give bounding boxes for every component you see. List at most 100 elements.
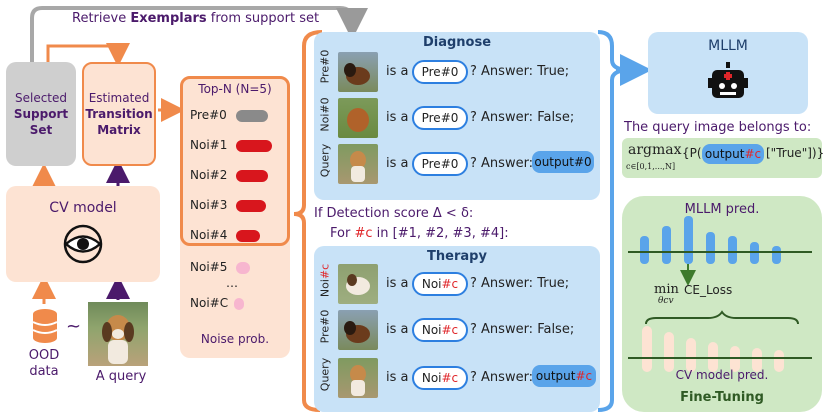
matrix-line3: Matrix xyxy=(97,123,141,137)
diagnose-row3-side: Query xyxy=(318,143,332,178)
tilde-sign: ~ xyxy=(66,316,82,337)
therapy-row1-pill-var: #c xyxy=(441,277,459,291)
diagnose-row2-side: Noi#0 xyxy=(318,97,332,132)
therapy-row3-pill: Noi#c xyxy=(412,366,468,390)
topn-item-pre0: Pre#0 xyxy=(190,108,227,122)
topn-item-noi2: Noi#2 xyxy=(190,168,228,182)
bar-noi1 xyxy=(236,140,272,152)
diagnose-image-1 xyxy=(338,52,378,92)
detection-condition: If Detection score Δ < δ: xyxy=(314,206,474,221)
min-sub: θcv xyxy=(658,296,674,306)
bar-noi5 xyxy=(236,262,250,274)
therapy-row1-side: Noi#c xyxy=(319,256,332,306)
diagnose-row3-pill: Pre#0 xyxy=(412,152,468,176)
therapy-row1-pill-prefix: Noi xyxy=(421,277,442,291)
diagnose-title: Diagnose xyxy=(422,35,492,50)
for-prefix: For xyxy=(330,226,355,241)
bar-noic xyxy=(234,298,244,310)
diagnose-row1-side: Pre#0 xyxy=(318,49,332,84)
cv-model-label: CV model xyxy=(49,200,117,216)
robot-icon xyxy=(708,62,748,98)
matrix-line1: Estimated xyxy=(88,91,150,105)
diagnose-row1-pre: is a xyxy=(386,64,409,79)
argmax-close: ["True"])} xyxy=(766,146,825,160)
diagnose-row2-pill: Pre#0 xyxy=(412,106,468,130)
argmax-op: argmax xyxy=(628,142,682,158)
retrieve-bold: Exemplars xyxy=(130,11,207,26)
noise-item-noi5: Noi#5 xyxy=(190,260,228,274)
argmax-output-var: #c xyxy=(744,147,762,161)
a-query-label: A query xyxy=(95,369,147,384)
cv-model-box: CV model xyxy=(6,186,160,282)
therapy-row2-answer: ? Answer: False; xyxy=(470,322,575,337)
therapy-image-3 xyxy=(338,358,378,398)
diagnose-image-2 xyxy=(338,98,378,138)
ood-line2: data xyxy=(29,364,59,379)
bar-noi4 xyxy=(236,230,260,242)
therapy-row3-pre: is a xyxy=(386,370,409,385)
therapy-output-pill: output#c xyxy=(532,365,596,387)
therapy-row3-pill-prefix: Noi xyxy=(421,371,442,385)
therapy-image-1 xyxy=(338,264,378,304)
therapy-output-prefix: output xyxy=(535,369,576,383)
diagnose-output-pill: output#0 xyxy=(532,151,594,173)
query-image xyxy=(88,302,148,366)
eye-icon xyxy=(63,224,103,264)
dog-icon xyxy=(102,315,134,364)
for-loop-line: For #c in [#1, #2, #3, #4]: xyxy=(330,226,509,241)
topn-item-noi4: Noi#4 xyxy=(190,228,228,242)
noise-ellipsis: … xyxy=(226,276,238,290)
topn-item-noi3: Noi#3 xyxy=(190,198,228,212)
argmax-output-prefix: output xyxy=(704,147,745,161)
for-suffix: in [#1, #2, #3, #4]: xyxy=(372,226,509,241)
diagnose-image-3 xyxy=(338,144,378,184)
noise-prob-panel xyxy=(180,76,290,358)
ood-data-label: OOD data xyxy=(22,348,66,380)
diagnose-row3-pre: is a xyxy=(386,156,409,171)
argmax-box: argmax c∈[0,1,...,N] {P( output#c ["True… xyxy=(622,138,825,178)
bar-noi2 xyxy=(236,170,268,182)
therapy-row1-pre: is a xyxy=(386,276,409,291)
noise-item-noic: Noi#C xyxy=(190,296,229,310)
argmax-output-pill: output#c xyxy=(702,144,764,164)
database-icon xyxy=(32,309,58,343)
finetune-chart xyxy=(628,216,812,372)
topn-title: Top-N (N=5) xyxy=(198,82,272,96)
therapy-row1-answer: ? Answer: True; xyxy=(470,276,570,291)
diagnose-row1-answer: ? Answer: True; xyxy=(470,64,570,79)
min-label: min xyxy=(654,282,679,297)
ce-loss-label: CE_Loss xyxy=(684,283,733,297)
therapy-row1-side-prefix: Noi xyxy=(318,279,332,298)
therapy-row3-answer: ? Answer: xyxy=(470,370,534,385)
diagnose-row2-answer: ? Answer: False; xyxy=(470,110,575,125)
therapy-row2-side: Pre#0 xyxy=(319,302,332,352)
mllm-box: MLLM xyxy=(648,32,808,114)
therapy-row1-side-var: #c xyxy=(318,263,332,280)
therapy-row3-pill-var: #c xyxy=(441,371,459,385)
diagnose-row2-pre: is a xyxy=(386,110,409,125)
bar-pre0 xyxy=(236,110,268,122)
support-set-line2: Support xyxy=(13,107,69,121)
therapy-title: Therapy xyxy=(427,249,487,264)
mllm-pred-label: MLLM pred. xyxy=(684,202,760,217)
mllm-label: MLLM xyxy=(708,38,748,54)
for-var: #c xyxy=(354,226,373,241)
selected-support-set-box: Selected Support Set xyxy=(6,62,76,166)
therapy-output-var: #c xyxy=(575,369,593,383)
diagnose-row3-answer: ? Answer: xyxy=(470,156,534,171)
therapy-image-2 xyxy=(338,310,378,350)
therapy-row3-side: Query xyxy=(319,350,332,400)
retrieve-suffix: from support set xyxy=(206,11,320,26)
therapy-row1-pill: Noi#c xyxy=(412,272,468,296)
bar-noi3 xyxy=(236,200,266,212)
support-set-line3: Set xyxy=(29,123,53,137)
therapy-row2-pill: Noi#c xyxy=(412,318,468,342)
finetune-panel xyxy=(622,196,822,412)
retrieve-label: Retrieve Exemplars from support set xyxy=(72,11,319,26)
therapy-row3-side-prefix: Query xyxy=(318,357,332,392)
therapy-row2-pill-var: #c xyxy=(441,323,459,337)
matrix-line2: Transition xyxy=(85,107,153,121)
query-belongs-text: The query image belongs to: xyxy=(624,120,812,135)
argmax-open: {P( xyxy=(682,146,702,160)
